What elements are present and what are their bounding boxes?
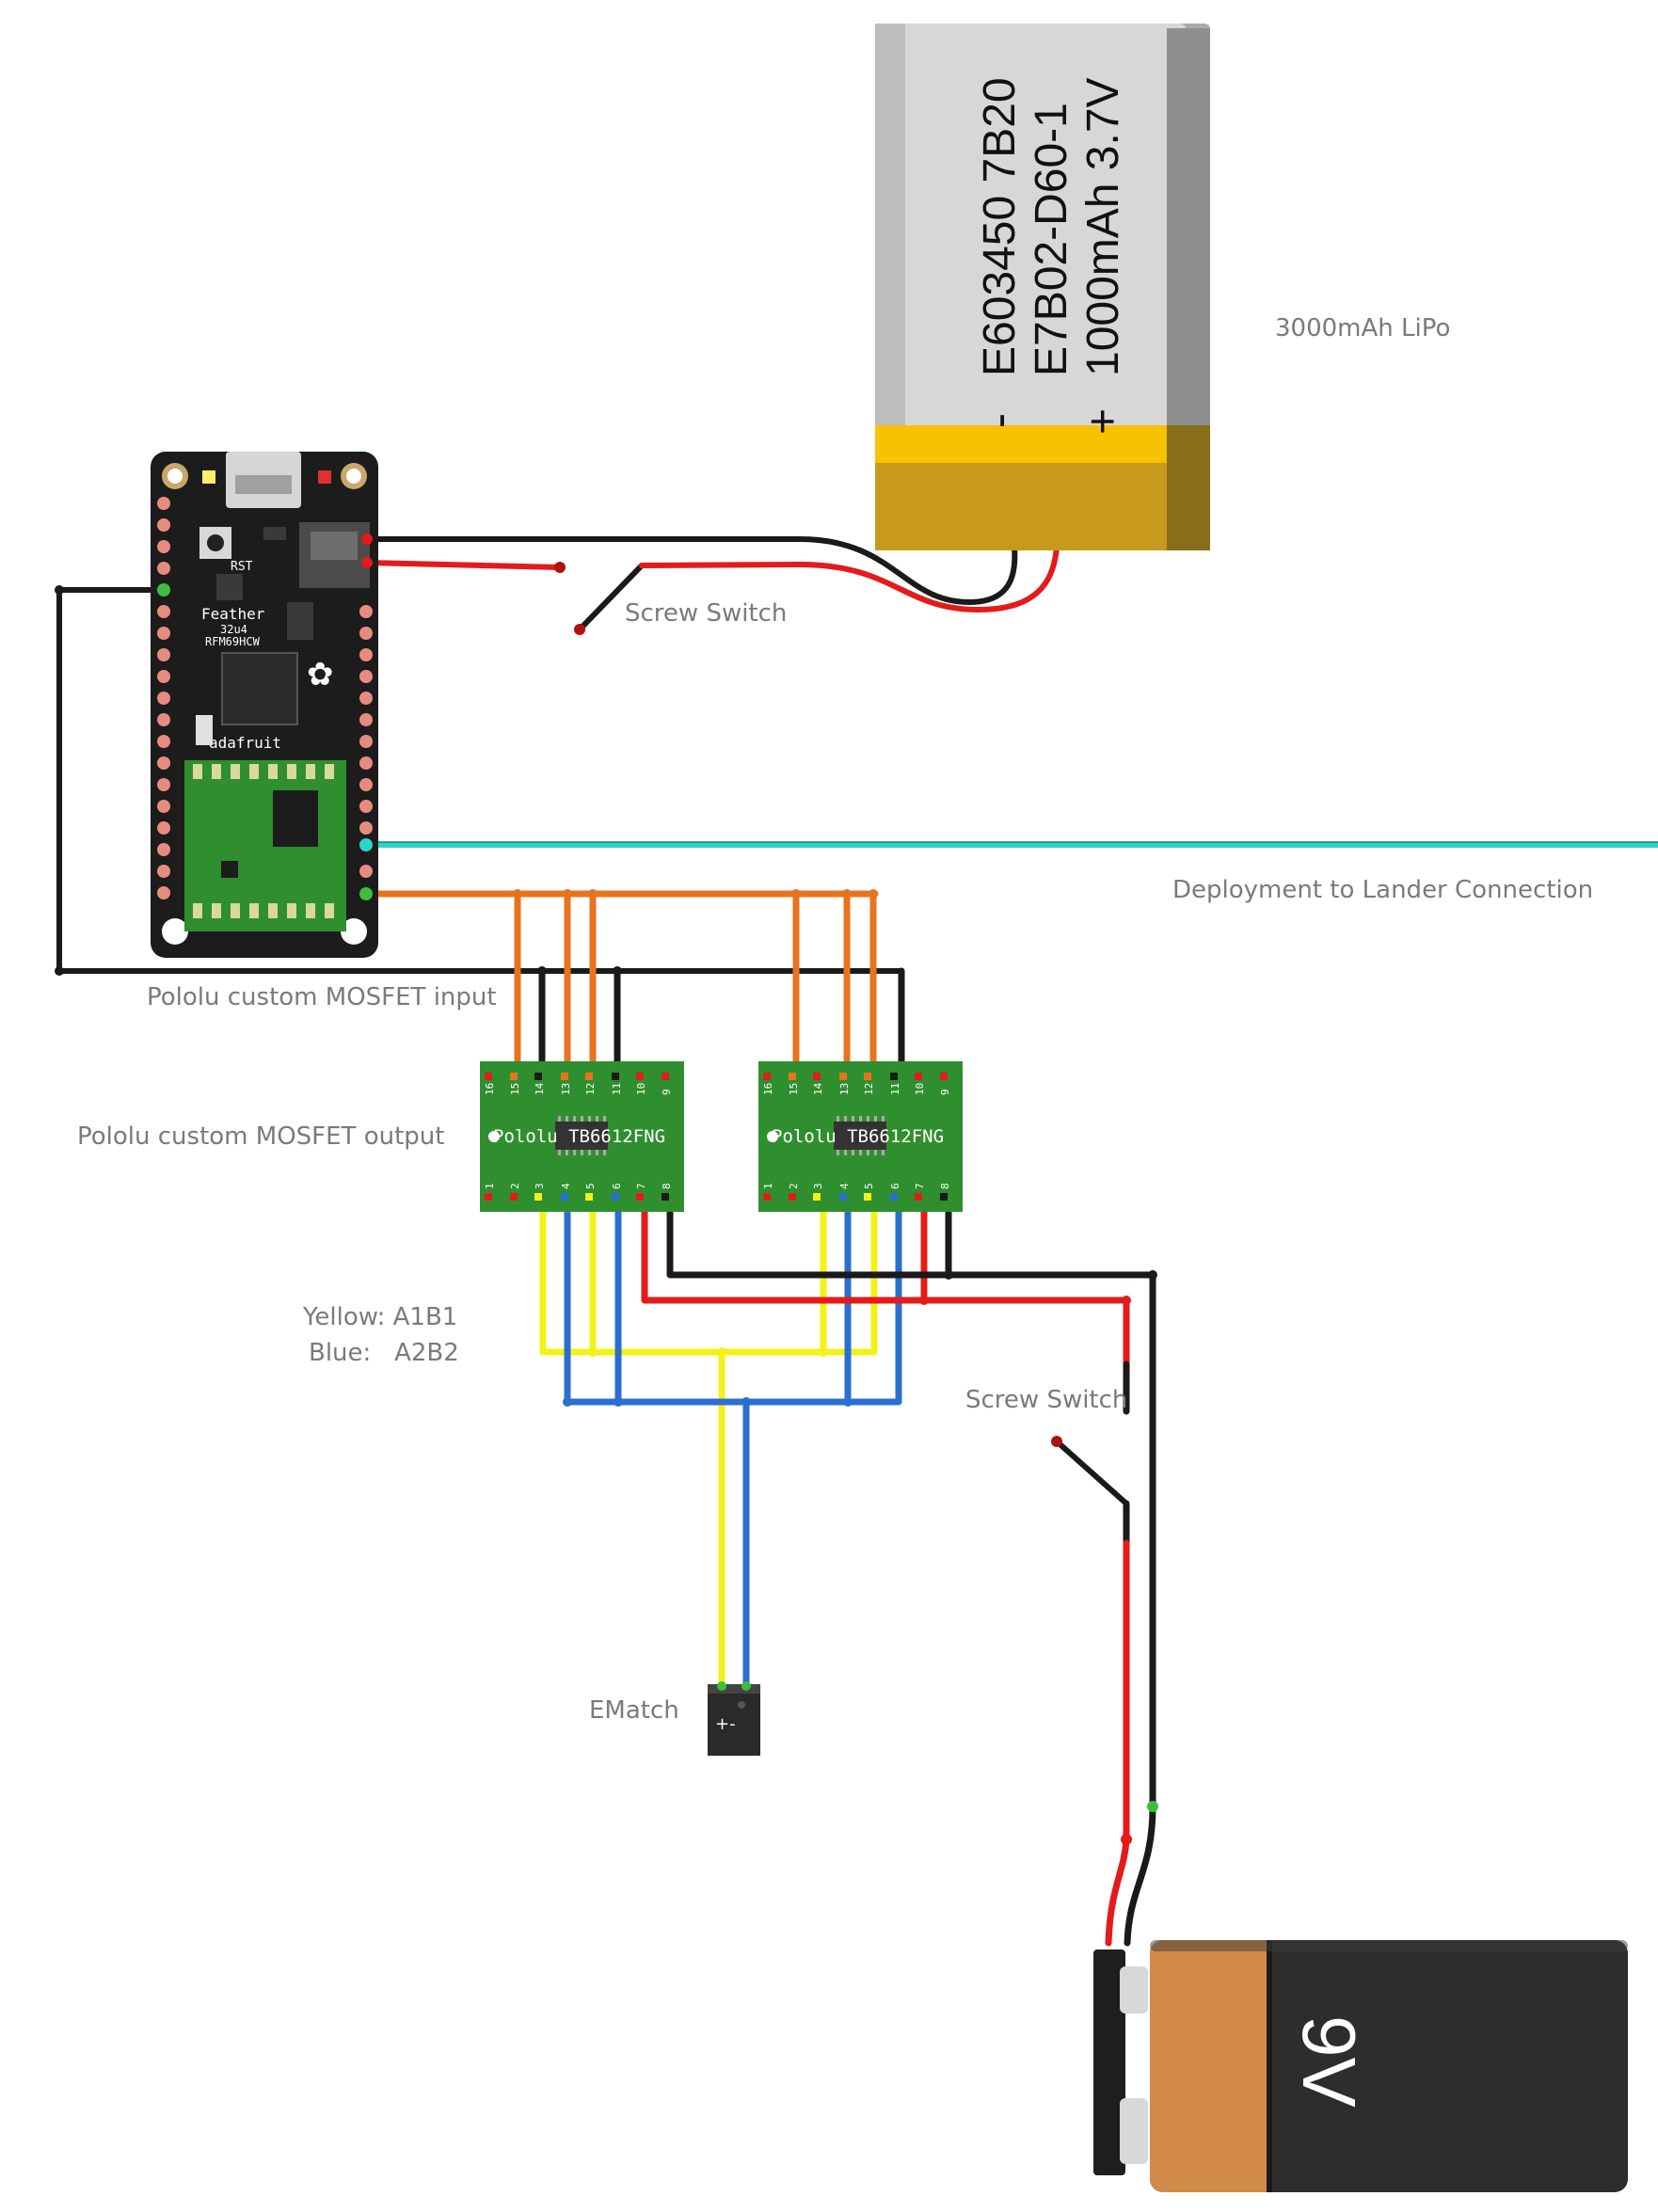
driver-left-bottom-pin-numbers: 1 2 3 4 5 6 7 8 <box>484 1183 673 1189</box>
driver-board-right: Pololu TB6612FNG 16 15 14 13 12 11 10 9 <box>758 1061 963 1212</box>
svg-text:4: 4 <box>560 1183 572 1189</box>
lipo-ground-wire <box>364 536 1018 605</box>
svg-text:1: 1 <box>484 1183 496 1189</box>
bottom-switch-lever <box>1054 1439 1129 1506</box>
ematch: +- <box>708 1681 760 1756</box>
ninev-battery: 9V <box>1093 1940 1628 2192</box>
driver-board-left: Pololu TB6612FNG 16 15 14 13 12 11 10 9 <box>480 1061 684 1212</box>
svg-text:10: 10 <box>635 1083 647 1095</box>
svg-text:7: 7 <box>914 1183 926 1189</box>
svg-text:14: 14 <box>812 1082 824 1095</box>
svg-text:11: 11 <box>611 1083 623 1095</box>
feather-chip: 32u4 <box>220 623 247 636</box>
mcu-chip <box>221 652 298 725</box>
feather-left-header <box>157 497 170 899</box>
feather-name: Feather <box>201 605 265 623</box>
driver-left-top-pin-numbers: 16 15 14 13 12 11 10 9 <box>484 1082 673 1095</box>
top-switch-lever <box>577 563 645 632</box>
svg-text:10: 10 <box>914 1083 926 1095</box>
svg-text:1: 1 <box>762 1183 774 1189</box>
adafruit-logo-icon: ✿ <box>307 656 334 693</box>
yellow-legend: Yellow: A1B1 <box>302 1303 457 1331</box>
svg-text:8: 8 <box>939 1183 951 1189</box>
ground-wire-left <box>56 587 904 974</box>
feather-brand: adafruit <box>209 734 281 752</box>
svg-text:13: 13 <box>838 1083 851 1095</box>
svg-text:2: 2 <box>788 1183 800 1189</box>
svg-text:5: 5 <box>584 1183 597 1189</box>
svg-text:3: 3 <box>534 1183 546 1189</box>
svg-text:2: 2 <box>509 1183 521 1189</box>
driver-left-bottom-pins <box>485 1193 669 1201</box>
svg-text:16: 16 <box>762 1083 774 1095</box>
driver-right-top-pins <box>763 1073 948 1080</box>
motor-ground-wire <box>666 1182 1156 1810</box>
deployment-caption: Deployment to Lander Connection <box>1172 876 1593 904</box>
annotation-labels: 3000mAh LiPo Screw Switch Deployment to … <box>77 314 1593 1725</box>
svg-text:9: 9 <box>939 1089 951 1095</box>
lipo-caption: 3000mAh LiPo <box>1275 314 1450 342</box>
driver-right-label: Pololu TB6612FNG <box>772 1126 944 1147</box>
blue-legend: Blue: A2B2 <box>309 1339 459 1367</box>
lipo-battery: E603450 7B20 E7B02-D60-1 1000mAh 3.7V - … <box>875 24 1210 550</box>
svg-text:12: 12 <box>584 1083 597 1095</box>
svg-text:6: 6 <box>611 1183 623 1189</box>
driver-right-bottom-pins <box>763 1193 948 1201</box>
feather-right-header <box>359 605 373 900</box>
lipo-plus-sign: + <box>1078 408 1128 435</box>
bottom-screw-switch-caption: Screw Switch <box>965 1386 1127 1414</box>
driver-left-top-pins <box>485 1073 669 1080</box>
mosfet-input-caption: Pololu custom MOSFET input <box>147 983 497 1011</box>
svg-text:13: 13 <box>560 1083 572 1095</box>
lipo-label-line3: 1000mAh 3.7V <box>1078 77 1128 376</box>
svg-text:9: 9 <box>661 1089 673 1095</box>
ematch-polarity: +- <box>715 1714 736 1734</box>
svg-text:14: 14 <box>534 1082 546 1095</box>
lipo-label-line1: E603450 7B20 <box>975 77 1025 376</box>
junctions <box>55 562 1158 1845</box>
feather-radio: RFM69HCW <box>205 635 261 648</box>
yellow-output-wire <box>539 1182 878 1356</box>
radio-pins <box>193 764 334 918</box>
feather-board: RST Feather 32u4 RFM69HCW ✿ adafruit <box>151 452 378 958</box>
ematch-caption: EMatch <box>589 1696 679 1725</box>
mosfet-output-caption: Pololu custom MOSFET output <box>77 1122 444 1151</box>
wires <box>56 536 1658 1947</box>
top-screw-switch-caption: Screw Switch <box>625 599 787 628</box>
lipo-minus-sign: - <box>975 413 1025 428</box>
reset-label: RST <box>231 560 253 574</box>
radio-module <box>184 760 346 931</box>
svg-text:6: 6 <box>889 1183 901 1189</box>
svg-text:12: 12 <box>863 1083 875 1095</box>
ninev-label: 9V <box>1287 2015 1371 2108</box>
svg-text:15: 15 <box>509 1083 521 1095</box>
svg-text:11: 11 <box>889 1083 901 1095</box>
driver-right-top-pin-numbers: 16 15 14 13 12 11 10 9 <box>762 1082 951 1095</box>
feather-power-wire <box>364 560 563 570</box>
lipo-power-wire <box>639 545 1060 613</box>
svg-text:4: 4 <box>838 1183 851 1189</box>
svg-text:16: 16 <box>484 1083 496 1095</box>
svg-text:7: 7 <box>635 1183 647 1189</box>
svg-text:3: 3 <box>812 1183 824 1189</box>
motor-power-wire <box>641 1182 1130 1368</box>
svg-text:5: 5 <box>863 1183 875 1189</box>
driver-left-label: Pololu TB6612FNG <box>493 1126 665 1147</box>
driver-right-bottom-pin-numbers: 1 2 3 4 5 6 7 8 <box>762 1183 951 1189</box>
svg-text:8: 8 <box>661 1183 673 1189</box>
blue-output-wire <box>564 1182 902 1406</box>
lipo-label-line2: E7B02-D60-1 <box>1027 103 1076 376</box>
svg-text:15: 15 <box>788 1083 800 1095</box>
